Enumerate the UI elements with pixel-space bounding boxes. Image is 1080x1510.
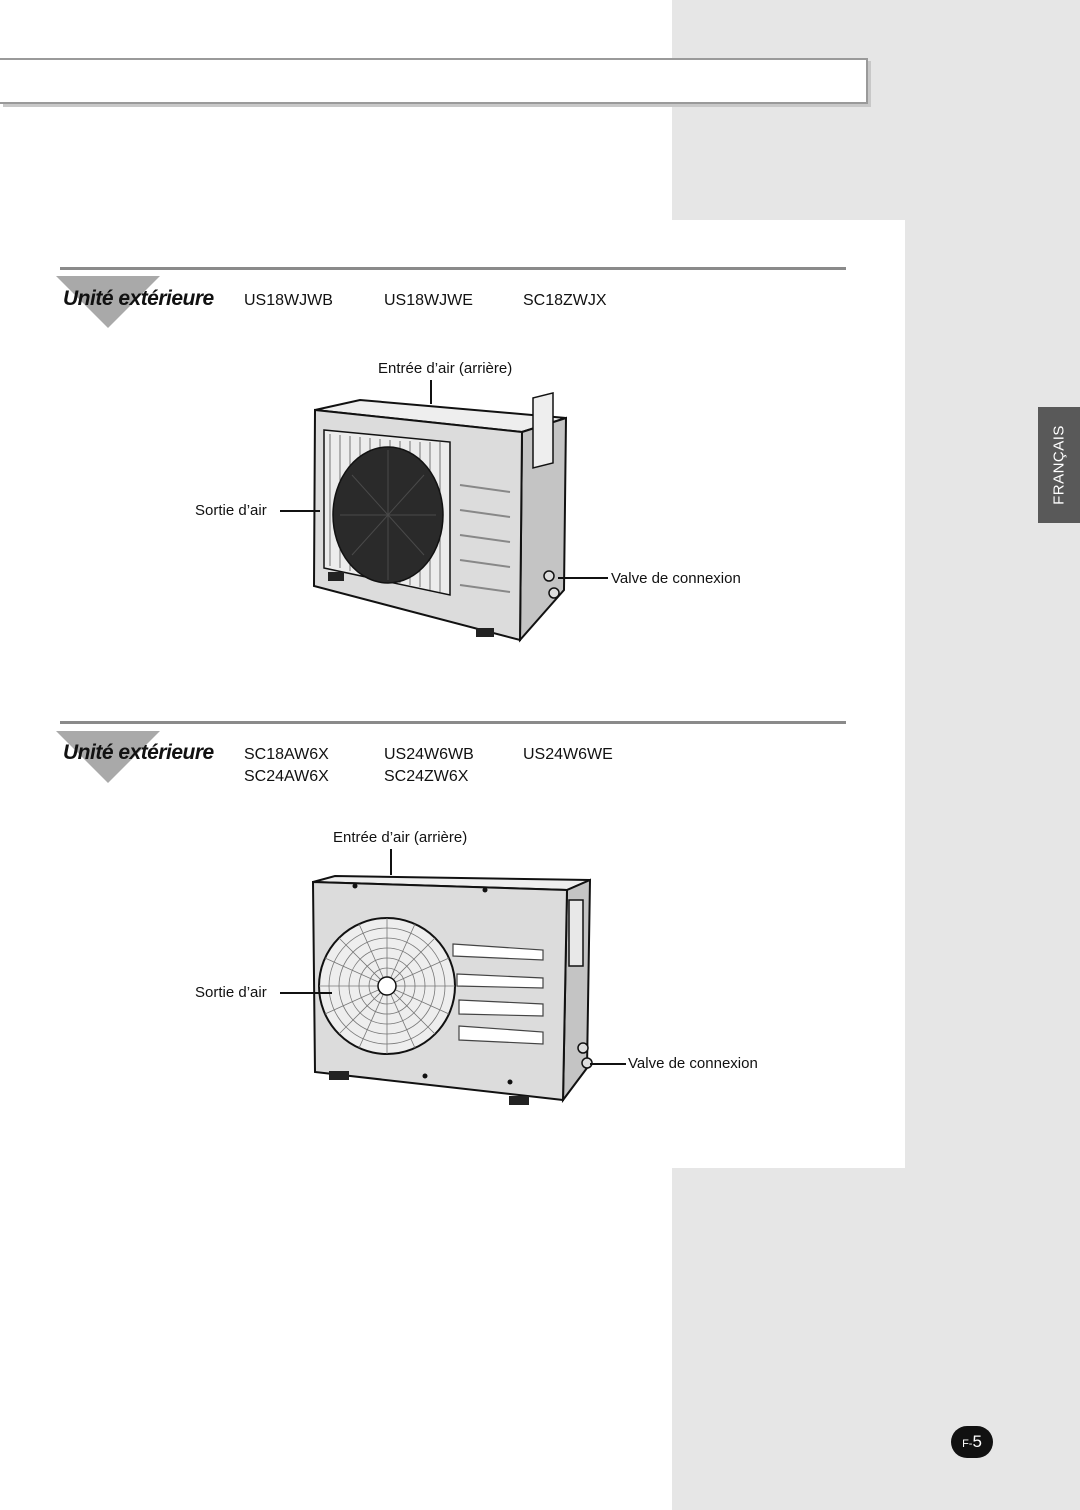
- air-outlet-leader-line: [280, 992, 332, 994]
- background-block-top-right: [672, 0, 1080, 220]
- air-inlet-leader-line: [430, 380, 432, 404]
- air-outlet-label: Sortie d’air: [195, 984, 267, 1001]
- language-tab: FRANÇAIS: [1038, 407, 1080, 523]
- model-number: SC18AW6X: [244, 746, 329, 763]
- air-outlet-label: Sortie d’air: [195, 502, 267, 519]
- section-marker-triangle: [56, 731, 160, 783]
- section-marker-triangle: [56, 276, 160, 328]
- outdoor-unit-illustration-2: [311, 874, 593, 1105]
- model-number: US24W6WE: [523, 746, 613, 763]
- model-number: SC24AW6X: [244, 768, 329, 785]
- background-block-bottom-right: [672, 1168, 1080, 1510]
- connection-valve-leader-line: [590, 1063, 626, 1065]
- background-block-right-strip: [905, 220, 1080, 1170]
- section-title: Unité extérieure: [63, 741, 214, 764]
- model-number: SC24ZW6X: [384, 768, 469, 785]
- model-number: US24W6WB: [384, 746, 474, 763]
- air-inlet-label: Entrée d’air (arrière): [333, 829, 468, 846]
- page-number-value: 5: [972, 1432, 982, 1451]
- connection-valve-label: Valve de connexion: [611, 570, 741, 587]
- language-tab-label: FRANÇAIS: [1050, 425, 1068, 505]
- model-number: US18WJWE: [384, 292, 473, 309]
- connection-valve-label: Valve de connexion: [628, 1055, 758, 1072]
- connection-valve-leader-line: [558, 577, 608, 579]
- model-number: US18WJWB: [244, 292, 333, 309]
- air-inlet-label: Entrée d’air (arrière): [378, 360, 513, 377]
- page-number-prefix: F-: [962, 1438, 973, 1450]
- header-title-frame: [0, 58, 868, 104]
- section-title: Unité extérieure: [63, 287, 214, 310]
- air-inlet-leader-line: [390, 849, 392, 875]
- section-divider: [60, 267, 846, 270]
- air-outlet-leader-line: [280, 510, 320, 512]
- model-number: SC18ZWJX: [523, 292, 607, 309]
- page-number: F-5: [951, 1426, 993, 1458]
- outdoor-unit-illustration-1: [312, 391, 568, 643]
- section-divider: [60, 721, 846, 724]
